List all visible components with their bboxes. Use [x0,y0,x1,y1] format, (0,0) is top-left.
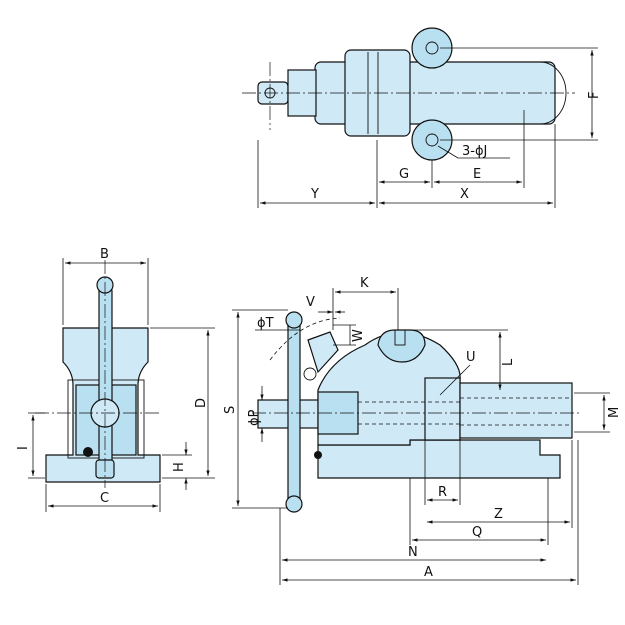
label-G: G [399,167,409,182]
top-view [242,27,598,208]
label-P: ϕP [247,409,262,426]
label-M: M [607,407,622,418]
label-V: V [306,295,315,310]
label-B: B [100,247,109,262]
label-R: R [438,485,447,500]
label-I: I [16,446,31,450]
label-H: H [172,462,187,472]
label-Q: Q [472,525,482,540]
label-U: U [466,350,476,365]
label-E: E [473,167,481,182]
label-D: D [194,398,209,408]
label-Y: Y [310,187,319,202]
label-T: ϕT [257,316,274,331]
label-L: L [501,358,516,366]
end-view [28,258,215,512]
label-S: S [223,406,238,414]
label-K: K [360,276,369,291]
label-Z: Z [494,507,503,522]
label-C: C [100,491,109,506]
front-view [232,288,610,585]
label-W: W [351,329,366,342]
label-N: N [408,545,418,560]
label-X: X [460,187,469,202]
label-A: A [424,565,433,580]
label-J: 3-ϕJ [462,144,487,159]
label-F: F [587,92,602,99]
